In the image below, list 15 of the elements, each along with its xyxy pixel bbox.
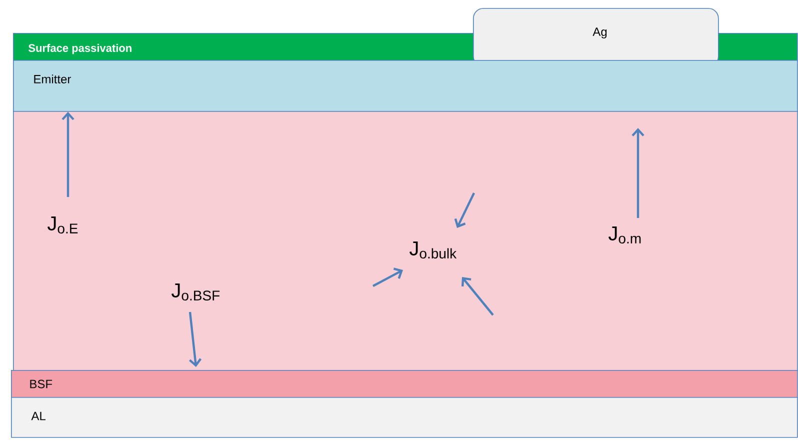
emitter-layer: Emitter: [13, 60, 798, 112]
arrow: [454, 192, 475, 228]
contact-finger: Ag: [473, 8, 719, 67]
current-label: J$_{o.E}$: [48, 216, 78, 234]
arrow: [188, 312, 202, 367]
current-label: J$_{o.bulk}$: [410, 242, 457, 259]
current-label: J$_{o.m}$: [608, 226, 641, 244]
arrow: [461, 277, 494, 316]
arrow: [632, 128, 644, 218]
current-label: J$_{o.BSF}$: [172, 284, 220, 301]
bsf-layer: BSF: [11, 370, 798, 398]
arrow: [372, 268, 403, 287]
bulk-region: [13, 111, 798, 371]
rear-contact-layer: AL: [11, 397, 798, 438]
arrow: [62, 112, 74, 197]
